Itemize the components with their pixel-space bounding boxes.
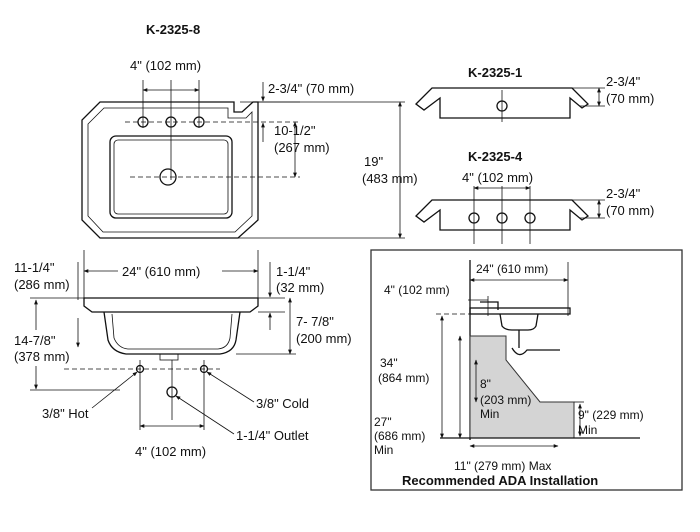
supply-spread-label: 4" (102 mm) (135, 444, 206, 459)
ada-caption: Recommended ADA Installation (402, 473, 598, 488)
side-bowl-in: 7- 7/8" (296, 314, 334, 329)
outlet-label: 1-1/4" Outlet (236, 428, 309, 443)
k4-side-view: K-2325-4 4" (102 mm) 2-3/4" (70 mm) (415, 149, 654, 244)
k8-basin-depth-in: 10-1/2" (274, 123, 316, 138)
k8-title: K-2325-8 (146, 22, 200, 37)
ada-counter (469, 307, 571, 315)
ada-height-mm: (864 mm) (378, 371, 429, 385)
hot-leader (91, 371, 138, 409)
k8-length-in: 19" (364, 154, 383, 169)
k1-side-view: K-2325-1 2-3/4" (70 mm) (415, 65, 654, 122)
side-rim-in: 1-1/4" (276, 264, 311, 279)
ada-sink-bowl (499, 313, 539, 331)
k4-deck-mm: (70 mm) (606, 203, 654, 218)
side-supply-in: 14-7/8" (14, 333, 56, 348)
ada-setback-label: 4" (102 mm) (384, 283, 450, 297)
hot-label: 3/8" Hot (42, 406, 89, 421)
k8-top-view: K-2325-8 4" (102 mm) 2-3/4" (70 mm) 10-1… (81, 22, 418, 239)
side-supply-mm: (378 mm) (14, 349, 70, 364)
ada-knee-min: Min (480, 407, 499, 421)
k8-length-mm: (483 mm) (362, 171, 418, 186)
ada-knee-in: 8" (480, 377, 491, 391)
side-depth-mm: (286 mm) (14, 277, 70, 292)
side-view: 11-1/4" (286 mm) 24" (610 mm) 1-1/4" (32… (14, 250, 352, 459)
ada-faucet (480, 301, 499, 310)
ada-toe-min: Min (578, 423, 597, 437)
k8-sink-inner-rim (87, 107, 253, 233)
side-rim (83, 297, 259, 313)
k4-deck-in: 2-3/4" (606, 186, 641, 201)
side-bowl-inner (111, 313, 233, 350)
side-rim-mm: (32 mm) (276, 280, 324, 295)
ada-toe-label: 9" (229 mm) (578, 408, 644, 422)
side-width-label: 24" (610 mm) (122, 264, 200, 279)
ada-p-trap (511, 347, 560, 356)
k8-deck-label: 2-3/4" (70 mm) (268, 81, 354, 96)
k8-drain (159, 168, 177, 186)
ada-knee-mm: (203 mm) (480, 393, 531, 407)
k8-sink-outline (81, 101, 259, 239)
k4-spread-label: 4" (102 mm) (462, 170, 533, 185)
side-bowl (103, 311, 241, 355)
ada-installation: 24" (610 mm) 4" (102 mm) 34" (864 mm) 27… (370, 249, 683, 491)
k8-basin (109, 135, 233, 219)
k8-basin-depth-mm: (267 mm) (274, 140, 330, 155)
ada-bottom-label: 11" (279 mm) Max (454, 459, 551, 473)
side-outlet-stub (159, 353, 179, 361)
k1-deck-mm: (70 mm) (606, 91, 654, 106)
ada-width-label: 24" (610 mm) (476, 262, 548, 276)
k8-faucet-spread-label: 4" (102 mm) (130, 58, 201, 73)
ada-clear-min: Min (374, 443, 393, 457)
cold-label: 3/8" Cold (256, 396, 309, 411)
ada-frame (370, 249, 683, 491)
k4-title: K-2325-4 (468, 149, 523, 164)
ada-clear-mm: (686 mm) (374, 429, 425, 443)
side-bowl-mm: (200 mm) (296, 331, 352, 346)
k1-title: K-2325-1 (468, 65, 522, 80)
k4-profile (415, 199, 590, 231)
outlet-leader (175, 395, 235, 435)
ada-clear-in: 27" (374, 415, 392, 429)
side-depth-in: 11-1/4" (14, 260, 55, 275)
k1-deck-in: 2-3/4" (606, 74, 641, 89)
k1-profile (415, 87, 590, 119)
ada-height-in: 34" (380, 356, 398, 370)
cold-leader (206, 371, 255, 403)
